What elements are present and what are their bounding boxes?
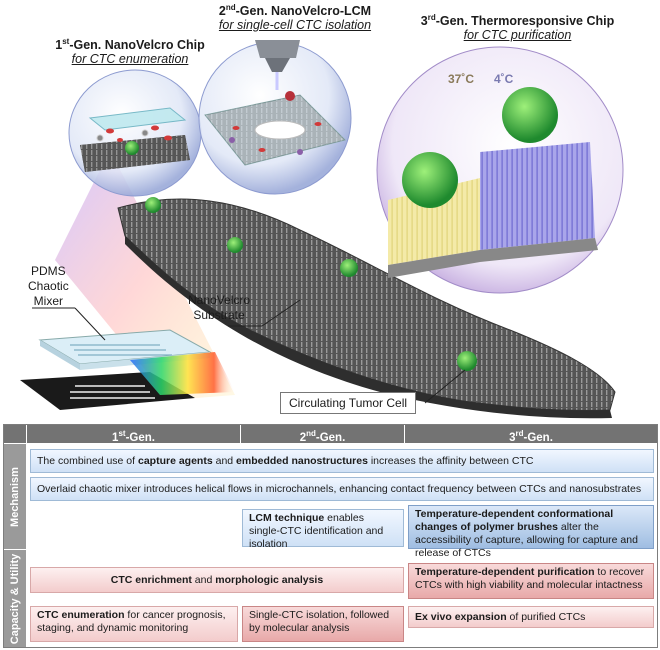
text-bold: Temperature-dependent conformational cha…	[415, 508, 614, 533]
pdms-mixer-callout: PDMS Chaotic Mixer	[28, 264, 69, 309]
comparison-table: 1st-Gen. 2nd-Gen. 3rd-Gen. Mechanism Cap…	[3, 424, 658, 648]
illustration	[20, 40, 624, 419]
nanovelcro-substrate	[117, 198, 616, 412]
light-beam	[55, 150, 235, 400]
tumor-cell-callout: Circulating Tumor Cell	[280, 392, 417, 414]
text-bold: LCM technique	[249, 512, 325, 524]
side-label: Mechanism	[9, 466, 21, 527]
mechanism-row-mixer: Overlaid chaotic mixer introduces helica…	[30, 477, 654, 501]
temp-4-label: 4˚C	[494, 72, 514, 86]
text-bold: morphologic analysis	[215, 573, 324, 586]
text-run: The combined use of	[37, 455, 138, 467]
gen3-title: 3rd-Gen. Thermoresponsive Chip	[420, 13, 615, 29]
pdms-chaotic-mixer-chip	[20, 329, 235, 410]
capacity-enrichment: CTC enrichment and morphologic analysis	[30, 567, 404, 593]
side-label: Capacity & Utility	[9, 553, 21, 644]
text-run: and	[212, 455, 237, 467]
text-run: alter the accessibility of capture, allo…	[415, 521, 638, 559]
header-corner	[4, 425, 26, 443]
callout-line: Substrate	[193, 308, 245, 322]
text-bold: embedded nanostructures	[236, 455, 368, 467]
temp-37-label: 37˚C	[448, 72, 475, 86]
header-gen3: 3rd-Gen.	[405, 425, 657, 444]
captured-cell	[402, 152, 458, 208]
text-bold: CTC enumeration	[37, 609, 125, 621]
text-bold: Ex vivo expansion	[415, 611, 507, 623]
text-run: of purified CTCs	[506, 611, 586, 623]
text-run: to recover CTCs with high viability and …	[415, 566, 645, 591]
callout-lines	[32, 299, 466, 404]
callout-line: Mixer	[33, 294, 64, 308]
gen3-bubble	[376, 46, 624, 294]
mechanism-row-capture: The combined use of capture agents and e…	[30, 449, 654, 473]
tumor-cell	[145, 197, 161, 213]
capacity-enumeration: CTC enumeration for cancer prognosis, st…	[30, 606, 238, 642]
mechanism-lcm: LCM technique enables single-CTC identif…	[242, 509, 404, 550]
header-gen2: 2nd-Gen.	[241, 425, 404, 444]
tumor-cell	[457, 351, 477, 371]
capacity-ex-vivo: Ex vivo expansion of purified CTCs	[408, 606, 654, 628]
callout-line: Chaotic	[28, 279, 69, 293]
text-run: enables single-CTC identification and is…	[249, 512, 384, 550]
text-bold: Temperature-dependent purification	[415, 566, 595, 578]
tumor-cell	[227, 237, 243, 253]
side-mechanism: Mechanism	[4, 444, 26, 549]
tumor-cell	[340, 259, 358, 277]
gen1-title: 1st-Gen. NanoVelcro Chip	[55, 37, 205, 53]
capacity-purification: Temperature-dependent purification to re…	[408, 563, 654, 599]
header-gen1: 1st-Gen.	[27, 425, 240, 444]
substrate-callout: NanoVelcro Substrate	[188, 293, 250, 323]
gen3-subtitle: for CTC purification	[463, 28, 572, 42]
gen2-title: 2nd-Gen. NanoVelcro-LCM	[218, 3, 372, 19]
callout-line: NanoVelcro	[188, 293, 251, 307]
gen1-bubble	[68, 69, 202, 197]
mechanism-thermo: Temperature-dependent conformational cha…	[408, 505, 654, 559]
text-bold: capture agents	[137, 455, 213, 467]
gen1-subtitle: for CTC enumeration	[71, 52, 189, 66]
text-run: increases the affinity between CTC	[367, 455, 534, 467]
text-run: and	[191, 573, 216, 586]
side-capacity: Capacity & Utility	[4, 550, 26, 647]
text-bold: CTC enrichment	[110, 573, 192, 586]
text-run: for cancer prognosis, staging, and dynam…	[37, 609, 226, 634]
callout-line: PDMS	[31, 264, 66, 278]
gen2-subtitle: for single-cell CTC isolation	[218, 18, 372, 32]
released-cell	[502, 87, 558, 143]
gen2-bubble	[198, 40, 352, 195]
capacity-single-ctc: Single-CTC isolation, followed by molecu…	[242, 606, 404, 642]
